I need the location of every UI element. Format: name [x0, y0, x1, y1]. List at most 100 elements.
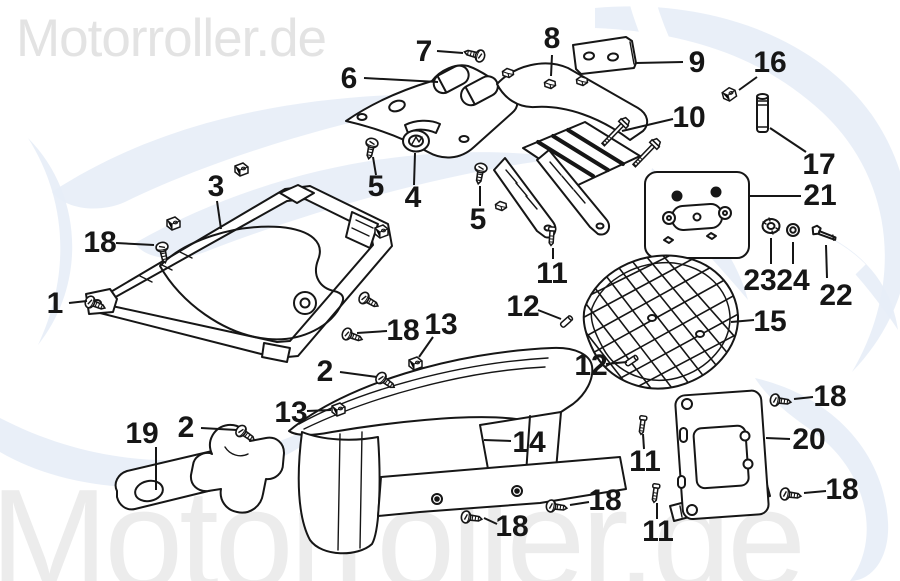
callout-21: 21	[803, 179, 836, 212]
callout-18: 18	[386, 314, 419, 347]
leader-line-4	[413, 152, 416, 186]
leader-line-11	[642, 433, 645, 450]
part-grommet	[402, 129, 430, 153]
callout-15: 15	[753, 305, 786, 338]
fastener-nut-glyph	[543, 78, 557, 90]
leader-line-18	[569, 501, 590, 506]
watermark-top: Motorroller.de	[16, 9, 327, 68]
leader-line-13	[306, 409, 332, 412]
leader-line-7	[436, 50, 464, 54]
leader-line-18	[356, 330, 388, 334]
callout-19: 19	[125, 417, 158, 450]
fastener-screw-glyph	[362, 136, 380, 161]
fastener-clip-glyph	[331, 402, 346, 417]
fastener-clip-glyph	[166, 216, 181, 231]
leader-line-16	[738, 76, 758, 91]
leader-line-12	[537, 309, 562, 320]
fastener-screw-glyph	[356, 289, 382, 312]
part-rear-fender	[288, 346, 627, 555]
fastener-screw-glyph	[778, 486, 803, 503]
callout-18: 18	[813, 380, 846, 413]
fastener-screw-glyph	[462, 45, 487, 64]
part-washer	[761, 217, 781, 235]
leader-line-9	[635, 61, 684, 64]
part-gasket-box	[644, 171, 750, 259]
fastener-pin-glyph	[559, 314, 574, 329]
callout-6: 6	[341, 62, 358, 95]
callout-11: 11	[629, 445, 661, 478]
leader-line-2	[200, 427, 238, 431]
callout-5: 5	[368, 170, 385, 203]
callout-12: 12	[506, 290, 539, 323]
callout-18: 18	[495, 510, 528, 543]
leader-line-14	[483, 439, 512, 442]
fastener-boltS-glyph	[636, 414, 648, 436]
callout-4: 4	[405, 181, 422, 214]
leader-line-12	[605, 361, 628, 365]
leader-line-3	[216, 200, 222, 230]
part-pin	[756, 93, 769, 133]
callout-20: 20	[792, 423, 825, 456]
callout-14: 14	[512, 426, 546, 459]
callout-13: 13	[424, 308, 457, 341]
part-number-plate-bracket	[669, 389, 771, 522]
callout-11: 11	[642, 515, 674, 548]
fastener-clip-glyph	[408, 356, 423, 371]
leader-line-13	[418, 336, 434, 358]
fastener-clip-glyph	[720, 85, 739, 104]
leader-line-18	[793, 396, 814, 400]
fastener-nut-glyph	[575, 75, 589, 87]
callout-7: 7	[416, 35, 433, 68]
callout-12: 12	[574, 349, 607, 382]
part-luggage-rack	[85, 184, 393, 363]
part-small-bolt	[811, 224, 837, 241]
fastener-nut-glyph	[501, 67, 515, 79]
callout-8: 8	[544, 22, 561, 55]
fastener-screw-glyph	[459, 509, 484, 526]
leader-line-18	[803, 490, 827, 494]
fastener-clip-glyph	[234, 162, 249, 177]
part-bracket-strap	[114, 423, 285, 514]
fastener-boltS-glyph	[649, 482, 661, 504]
leader-line-2	[339, 371, 378, 378]
leader-line-17	[769, 127, 807, 153]
callout-23: 23	[743, 264, 776, 297]
leader-line-6	[363, 77, 439, 83]
callout-10: 10	[672, 101, 705, 134]
leader-line-18	[483, 517, 498, 525]
part-mesh-panel	[582, 254, 740, 390]
leader-lines	[68, 50, 828, 525]
leader-line-18	[115, 242, 155, 246]
callout-1: 1	[47, 287, 64, 320]
callout-18: 18	[825, 473, 858, 506]
leader-line-5	[372, 156, 377, 176]
fastener-screw-glyph	[544, 498, 569, 515]
callout-11: 11	[536, 257, 568, 290]
callout-2: 2	[178, 411, 195, 444]
part-ring-nut	[786, 223, 800, 237]
fastener-screw-glyph	[471, 161, 489, 186]
callout-2: 2	[317, 355, 334, 388]
leader-line-22	[825, 244, 828, 279]
callout-5: 5	[470, 203, 487, 236]
callout-13: 13	[274, 396, 307, 429]
callout-3: 3	[208, 170, 225, 203]
part-carrier-bracket	[493, 62, 649, 239]
leader-line-8	[550, 54, 553, 77]
leader-line-10	[621, 118, 674, 132]
callout-18: 18	[588, 484, 621, 517]
fastener-nut-glyph	[494, 200, 508, 212]
callout-22: 22	[819, 279, 852, 312]
fastener-clip-glyph	[374, 224, 389, 239]
callout-9: 9	[689, 46, 706, 79]
callout-16: 16	[753, 46, 786, 79]
fastener-screw-glyph	[339, 325, 365, 346]
callout-17: 17	[802, 148, 835, 181]
leader-line-15	[730, 319, 755, 323]
part-reflector-plate	[572, 36, 637, 75]
leader-line-1	[68, 300, 88, 304]
callout-24: 24	[776, 264, 810, 297]
